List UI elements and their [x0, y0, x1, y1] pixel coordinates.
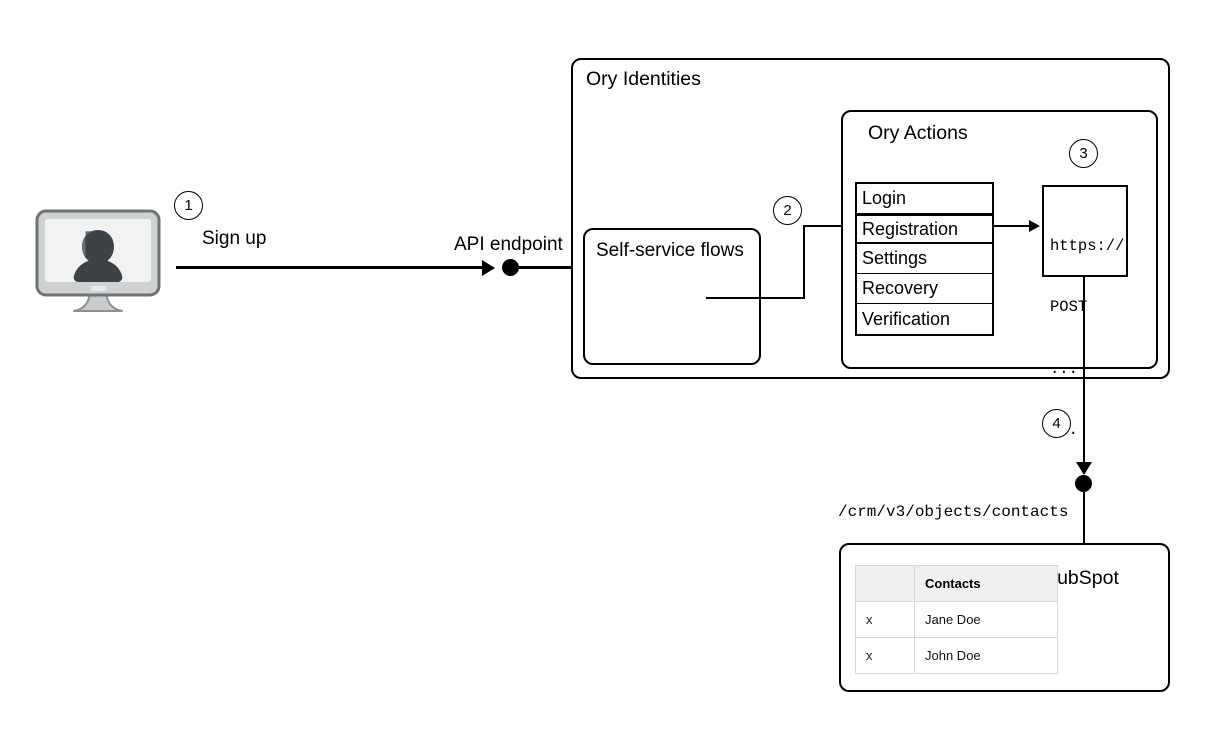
- row-contact-name: Jane Doe: [914, 601, 1058, 638]
- flow-item-login[interactable]: Login: [857, 184, 992, 214]
- hubspot-endpoint-path: /crm/v3/objects/contacts: [838, 503, 1069, 521]
- step-number: 2: [783, 202, 792, 219]
- flow-item-label: Settings: [862, 248, 928, 268]
- flow-item-registration[interactable]: Registration: [857, 214, 992, 244]
- table-header-contacts: Contacts: [914, 565, 1058, 602]
- sign-up-label: Sign up: [202, 228, 267, 249]
- flow-connector-h1: [706, 297, 805, 300]
- hubspot-call-arrow: [1076, 462, 1092, 475]
- webhook-line-url: https://: [1050, 236, 1125, 255]
- row-select-marker: x: [855, 637, 915, 674]
- self-service-flow-list[interactable]: Login Registration Settings Recovery Ver…: [855, 182, 994, 336]
- step-marker-1: 1: [174, 191, 203, 220]
- webhook-config-box: https:// POST ... ...: [1042, 185, 1128, 439]
- step-marker-3: 3: [1069, 139, 1098, 168]
- flow-item-recovery[interactable]: Recovery: [857, 274, 992, 304]
- api-endpoint-label: API endpoint: [454, 234, 563, 255]
- user-monitor-icon: [33, 208, 163, 320]
- self-service-flows-box: [583, 228, 761, 365]
- signup-arrow-head: [482, 259, 495, 276]
- hubspot-title: HubSpot: [1043, 567, 1119, 589]
- row-select-marker: x: [855, 601, 915, 638]
- table-row: x John Doe: [855, 637, 1058, 674]
- flow-item-verification[interactable]: Verification: [857, 304, 992, 334]
- step-number: 4: [1052, 415, 1061, 432]
- table-row: x Jane Doe: [855, 601, 1058, 638]
- row-contact-name: John Doe: [914, 637, 1058, 674]
- table-header-row: Contacts: [855, 565, 1058, 602]
- ory-actions-title: Ory Actions: [868, 122, 968, 144]
- hubspot-call-line: [1082, 277, 1086, 468]
- step-number: 1: [184, 197, 193, 214]
- step-marker-2: 2: [773, 196, 802, 225]
- hubspot-endpoint-stub: [1082, 483, 1086, 545]
- flow-connector-h2: [803, 225, 845, 228]
- self-service-flows-title: Self-service flows: [596, 240, 744, 261]
- ory-identities-title: Ory Identities: [586, 68, 701, 90]
- registration-webhook-line: [994, 225, 1030, 228]
- hubspot-contacts-table: Contacts x Jane Doe x John Doe: [855, 565, 1058, 674]
- flow-connector-v: [802, 225, 805, 299]
- flow-item-label: Registration: [862, 218, 959, 239]
- step-marker-4: 4: [1042, 409, 1071, 438]
- api-endpoint-dot: [502, 259, 519, 276]
- flow-item-label: Login: [862, 188, 907, 208]
- flow-item-label: Recovery: [862, 278, 939, 298]
- flow-item-settings[interactable]: Settings: [857, 244, 992, 274]
- webhook-line-method: POST: [1050, 298, 1088, 317]
- step-number: 3: [1079, 145, 1088, 162]
- signup-arrow-line: [176, 266, 483, 269]
- webhook-line-ellipsis-1: ...: [1050, 359, 1078, 378]
- registration-webhook-arrow: [1029, 219, 1040, 232]
- table-header-select: [855, 565, 915, 602]
- api-endpoint-connector: [512, 266, 574, 269]
- flow-item-label: Verification: [862, 308, 951, 329]
